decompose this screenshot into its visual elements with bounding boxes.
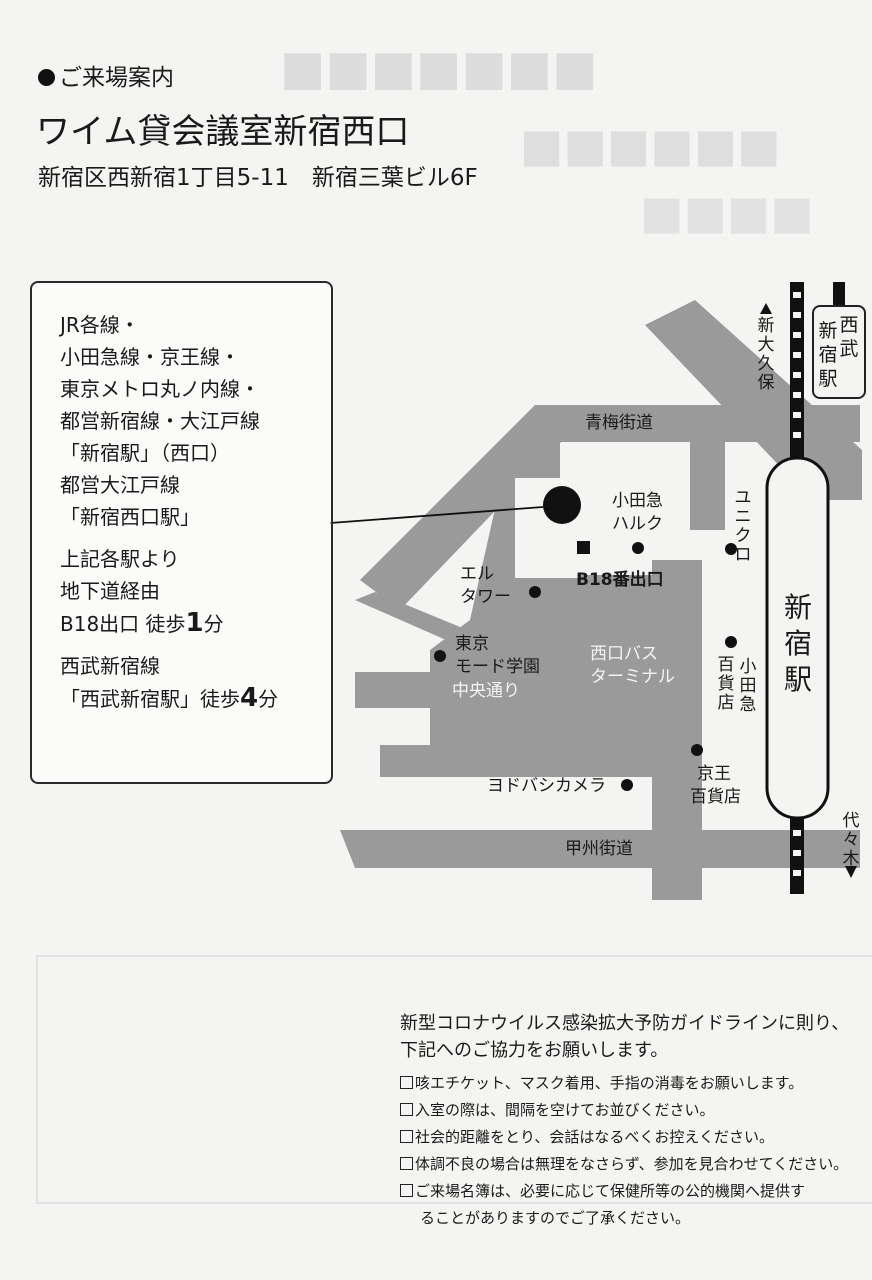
notice-item: 入室の際は、間隔を空けてお並びください。 xyxy=(400,1097,872,1124)
bleed-through-decoration: ■■■■■■■ xyxy=(280,40,598,96)
label-shin-okubo: 新大久保 xyxy=(757,316,775,393)
road-small-diagonal xyxy=(355,592,560,690)
label-odakyu-halc: 小田急ハルク xyxy=(612,491,663,534)
access-line: 小田急線・京王線・ xyxy=(60,345,240,369)
access-line: 東京メトロ丸ノ内線・ xyxy=(60,377,260,401)
odakyu-dept-dot xyxy=(725,636,737,648)
road-ne-diagonal xyxy=(645,300,862,500)
bleed-through-decoration: ■■■■ xyxy=(640,185,814,239)
seibu-col1: 新宿駅 xyxy=(818,320,838,390)
venue-address: 新宿区西新宿1丁目5-11 新宿三葉ビル6F xyxy=(38,165,478,191)
checkbox-icon xyxy=(400,1157,413,1170)
bleed-through-decoration: ■■■■■■ xyxy=(520,118,781,172)
label-bus-terminal: 西口バスターミナル xyxy=(590,644,675,687)
venue-marker xyxy=(543,486,581,524)
label-shinjuku-station: 新宿駅 xyxy=(783,591,812,696)
shinjuku-station-shape xyxy=(765,456,830,820)
road-east-short xyxy=(690,440,725,530)
access-info-text: JR各線・ 小田急線・京王線・ 東京メトロ丸ノ内線・ 都営新宿線・大江戸線 「新… xyxy=(60,309,278,715)
seibu-col2: 西武 xyxy=(839,314,859,360)
notice-item: 社会的距離をとり、会話はなるべくお控えください。 xyxy=(400,1124,872,1151)
label-yodobashi: ヨドバシカメラ xyxy=(487,776,606,796)
access-line: 西武新宿線 xyxy=(60,654,160,678)
road-label-ome-kaido: 青梅街道 xyxy=(585,413,653,433)
checkbox-icon xyxy=(400,1076,413,1089)
label-yoyogi: 代々木 xyxy=(842,811,860,869)
access-line: 上記各駅より xyxy=(60,547,180,571)
notice-item: 咳エチケット、マスク着用、手指の消毒をお願いします。 xyxy=(400,1070,872,1097)
access-line-walk-b18: B18出口 徒歩1分 xyxy=(60,608,224,638)
road-ome-kaido xyxy=(510,405,860,442)
railway-ties xyxy=(793,292,801,876)
label-odakyu-dept-col1: 百貨店 xyxy=(717,655,735,713)
venue-name: ワイム貸会議室新宿西口 xyxy=(36,112,410,152)
access-line: 「新宿西口駅」 xyxy=(60,505,200,529)
mode-gakuen-dot xyxy=(434,650,446,662)
access-line: 「新宿駅」（西口） xyxy=(60,441,230,465)
label-keio-dept: 京王百貨店 xyxy=(690,764,741,807)
label-odakyu-dept-col2: 小田急 xyxy=(739,657,757,715)
bleed-through-table xyxy=(36,955,872,1204)
covid-notice: 新型コロナウイルス感染拡大予防ガイドラインに則り、 下記へのご協力をお願いします… xyxy=(400,1010,872,1232)
map-roads xyxy=(340,300,862,900)
road-label-chuo-dori: 中央通り xyxy=(452,681,520,701)
odakyu-halc-dot xyxy=(632,542,644,554)
yodobashi-dot xyxy=(621,779,633,791)
b18-exit-marker xyxy=(577,541,590,554)
road-label-koshu-kaido: 甲州街道 xyxy=(565,839,633,859)
notice-item: ご来場名簿は、必要に応じて保健所等の公的機関へ提供す xyxy=(400,1178,872,1205)
checkbox-icon xyxy=(400,1130,413,1143)
label-mode-gakuen: 東京モード学園 xyxy=(455,634,540,677)
access-line: JR各線・ xyxy=(60,313,140,337)
venue-callout-line xyxy=(329,506,544,524)
road-chuo-dori xyxy=(355,672,560,708)
label-b18-exit: B18番出口 xyxy=(576,570,664,590)
keio-dept-dot xyxy=(691,744,703,756)
arrow-north-icon xyxy=(760,303,772,314)
seibu-track xyxy=(833,282,845,307)
bullet-dot xyxy=(38,69,55,86)
access-line: 都営新宿線・大江戸線 xyxy=(60,409,260,433)
arrow-south-icon xyxy=(845,866,857,878)
label-elu-tower: エルタワー xyxy=(460,564,511,607)
road-main-vertical xyxy=(652,560,702,900)
access-info-box: JR各線・ 小田急線・京王線・ 東京メトロ丸ノ内線・ 都営新宿線・大江戸線 「新… xyxy=(30,281,333,784)
section-title-text: ご来場案内 xyxy=(59,65,174,91)
label-seibu-shinjuku-station: 新宿駅 西武 xyxy=(812,305,866,399)
section-title: ご来場案内 xyxy=(38,58,174,92)
notice-item: 体調不良の場合は無理をなさらず、参加を見合わせてください。 xyxy=(400,1151,872,1178)
road-koshu-kaido xyxy=(340,830,860,868)
checkbox-icon xyxy=(400,1184,413,1197)
notice-item-continuation: ることがありますのでご了承ください。 xyxy=(420,1209,691,1227)
access-line-walk-seibu: 「西武新宿駅」徒歩4分 xyxy=(60,683,279,713)
uniqlo-dot xyxy=(725,543,737,555)
elu-tower-dot xyxy=(529,586,541,598)
notice-list: 咳エチケット、マスク着用、手指の消毒をお願いします。 入室の際は、間隔を空けてお… xyxy=(400,1070,872,1232)
notice-intro: 新型コロナウイルス感染拡大予防ガイドラインに則り、 下記へのご協力をお願いします… xyxy=(400,1013,850,1061)
access-line: 都営大江戸線 xyxy=(60,473,180,497)
access-line: 地下道経由 xyxy=(60,579,160,603)
checkbox-icon xyxy=(400,1103,413,1116)
label-uniqlo: ユニクロ xyxy=(734,488,752,565)
road-lower-horizontal xyxy=(380,745,690,777)
